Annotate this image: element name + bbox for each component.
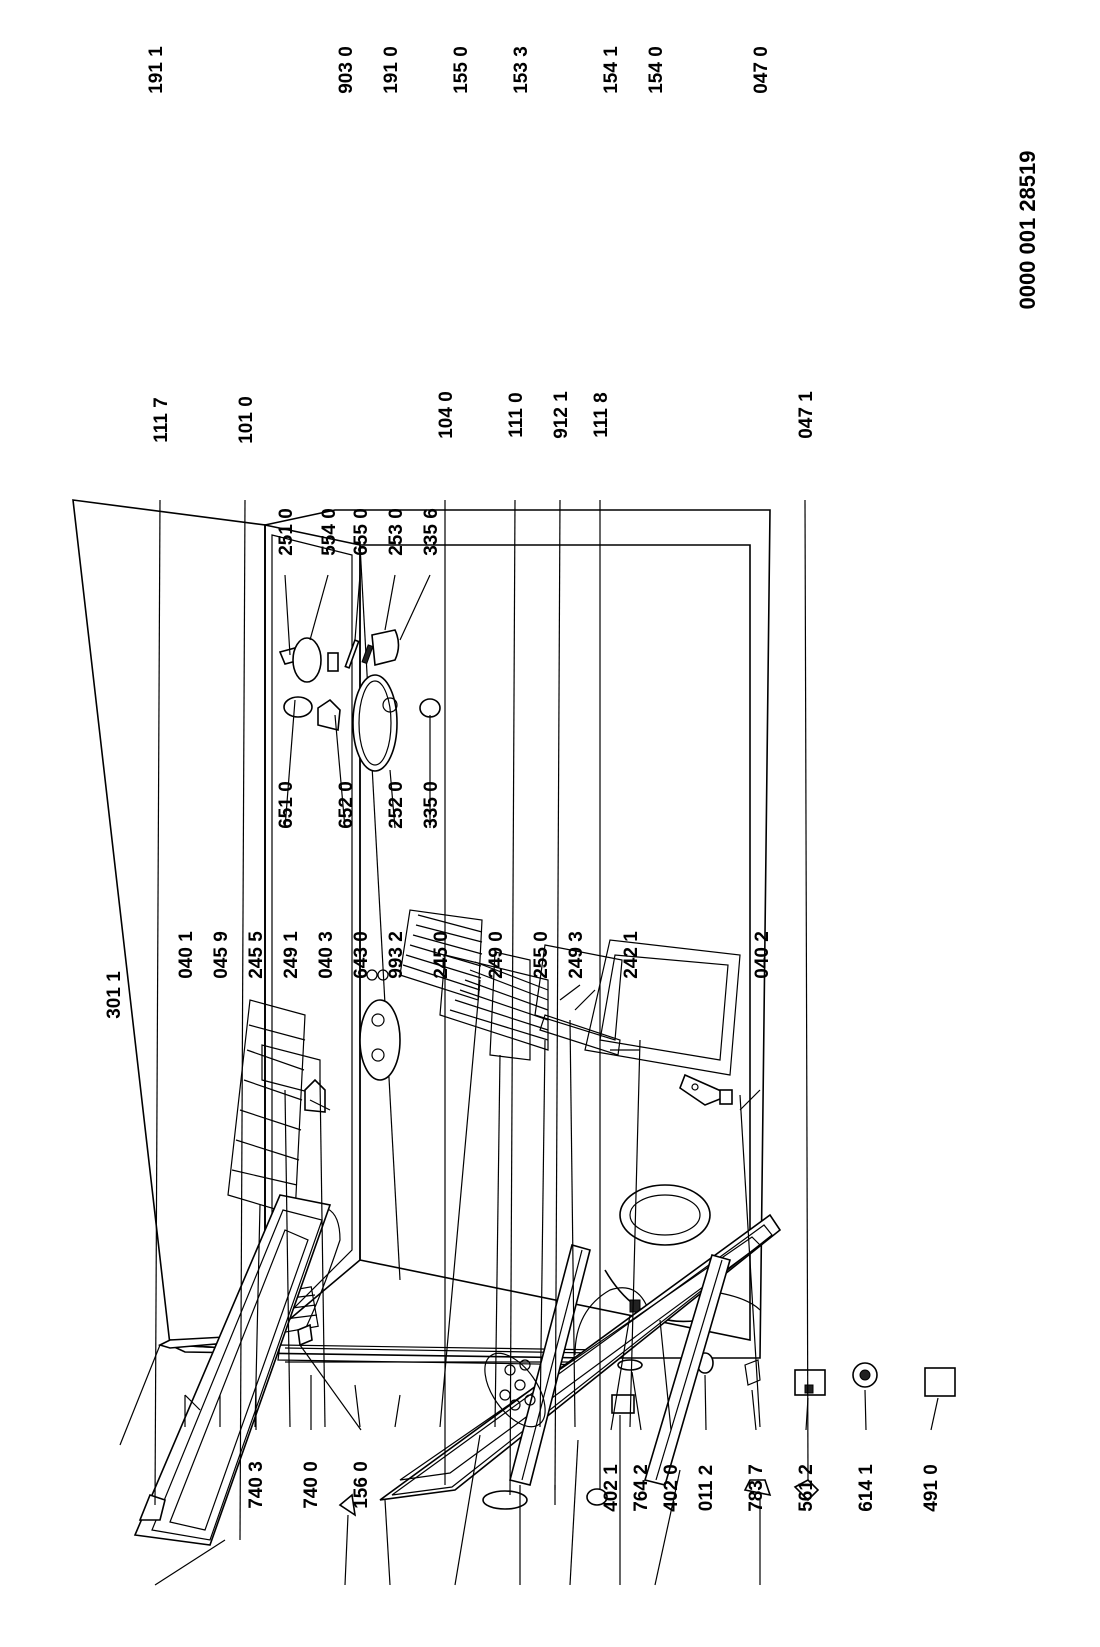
label-154-0: 154 0: [646, 46, 667, 94]
freezer-door-drawing: [133, 1194, 332, 1546]
thermostat-assembly: [278, 629, 441, 772]
label-740-3: 740 3: [246, 1461, 267, 1509]
label-249-1: 249 1: [281, 931, 302, 979]
label-335-0: 335 0: [421, 781, 442, 829]
label-154-1: 154 1: [601, 46, 622, 94]
label-045-9: 045 9: [211, 931, 232, 979]
label-655-0: 655 0: [351, 508, 372, 556]
label-252-0: 252 0: [386, 781, 407, 829]
label-255-0: 255 0: [531, 931, 552, 979]
label-554-0: 554 0: [319, 508, 340, 556]
label-614-1: 614 1: [856, 1464, 877, 1512]
label-101-0: 101 0: [236, 396, 257, 444]
label-047-0: 047 0: [751, 46, 772, 94]
label-111-7: 111 7: [151, 397, 172, 442]
loose-electrical-parts: [794, 1362, 956, 1397]
label-245-0: 245 0: [431, 931, 452, 979]
leader-lines: [119, 499, 809, 1586]
label-047-1: 047 1: [796, 391, 817, 439]
label-740-0: 740 0: [301, 1461, 322, 1509]
label-011-2: 011 2: [696, 1465, 717, 1512]
label-903-0: 903 0: [336, 46, 357, 94]
label-301-1: 301 1: [104, 971, 125, 1019]
label-561-2: 561 2: [796, 1464, 817, 1512]
part-labels: 301 1 040 1 045 9 245 5 249 1 040 3 643 …: [104, 46, 942, 1512]
fridge-door-drawing: [379, 1213, 782, 1510]
label-491-0: 491 0: [921, 1464, 942, 1512]
label-912-1: 912 1: [551, 391, 572, 439]
label-764-2: 764 2: [631, 1464, 652, 1512]
label-335-6: 335 6: [421, 508, 442, 556]
label-040-2: 040 2: [752, 931, 773, 979]
label-156-0: 156 0: [351, 1461, 372, 1509]
label-242-1: 242 1: [621, 931, 642, 979]
label-104-0: 104 0: [436, 391, 457, 439]
label-643-0: 643 0: [351, 931, 372, 979]
label-191-0: 191 0: [381, 46, 402, 94]
label-155-0: 155 0: [451, 46, 472, 94]
label-652-0: 652 0: [336, 781, 357, 829]
label-111-0: 111 0: [506, 392, 527, 437]
label-040-1: 040 1: [176, 931, 197, 979]
label-040-3: 040 3: [316, 931, 337, 979]
label-651-0: 651 0: [276, 781, 297, 829]
label-111-8: 111 8: [591, 392, 612, 437]
label-245-5: 245 5: [246, 931, 267, 979]
label-153-3: 153 3: [511, 46, 532, 94]
bottom-leader-lines: [255, 1314, 939, 1431]
label-191-1: 191 1: [146, 46, 167, 94]
cabinet-drawing: [72, 499, 771, 1386]
label-251-0: 251 0: [276, 508, 297, 556]
label-253-0: 253 0: [386, 508, 407, 556]
label-249-3: 249 3: [566, 931, 587, 979]
label-783-7: 783 7: [746, 1464, 767, 1512]
label-249-0: 249 0: [486, 931, 507, 979]
label-993-2: 993 2: [386, 931, 407, 979]
drawing-code: 0000 001 28519: [1015, 150, 1040, 309]
label-402-0: 402 0: [661, 1464, 682, 1512]
label-402-1: 402 1: [601, 1464, 622, 1512]
